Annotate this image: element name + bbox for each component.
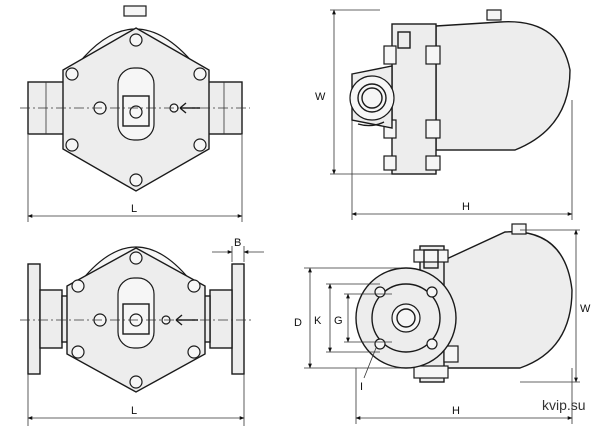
- side-view-threaded: W H: [315, 9, 573, 220]
- dim-L-bottom: L: [131, 405, 137, 417]
- dim-K: K: [314, 315, 322, 327]
- watermark: kvip.su: [542, 397, 586, 413]
- dim-B: B: [234, 237, 241, 249]
- dim-D: D: [294, 317, 302, 329]
- front-view-flanged: B L: [20, 237, 264, 426]
- side-view-flanged: D K G I W H: [294, 223, 591, 424]
- flange-bolt-holes: [374, 286, 438, 350]
- dim-L-top: L: [131, 203, 137, 215]
- dim-H-bottom: H: [452, 405, 460, 417]
- dim-G: G: [334, 315, 343, 327]
- bolt-heads-bottom: [71, 251, 201, 389]
- bolt-heads-top: [65, 33, 207, 187]
- dim-W-top: W: [315, 91, 326, 103]
- front-view-threaded: L: [20, 5, 250, 222]
- dim-H-top: H: [462, 201, 470, 213]
- dim-W-bottom: W: [580, 303, 591, 315]
- dim-I: I: [360, 381, 363, 393]
